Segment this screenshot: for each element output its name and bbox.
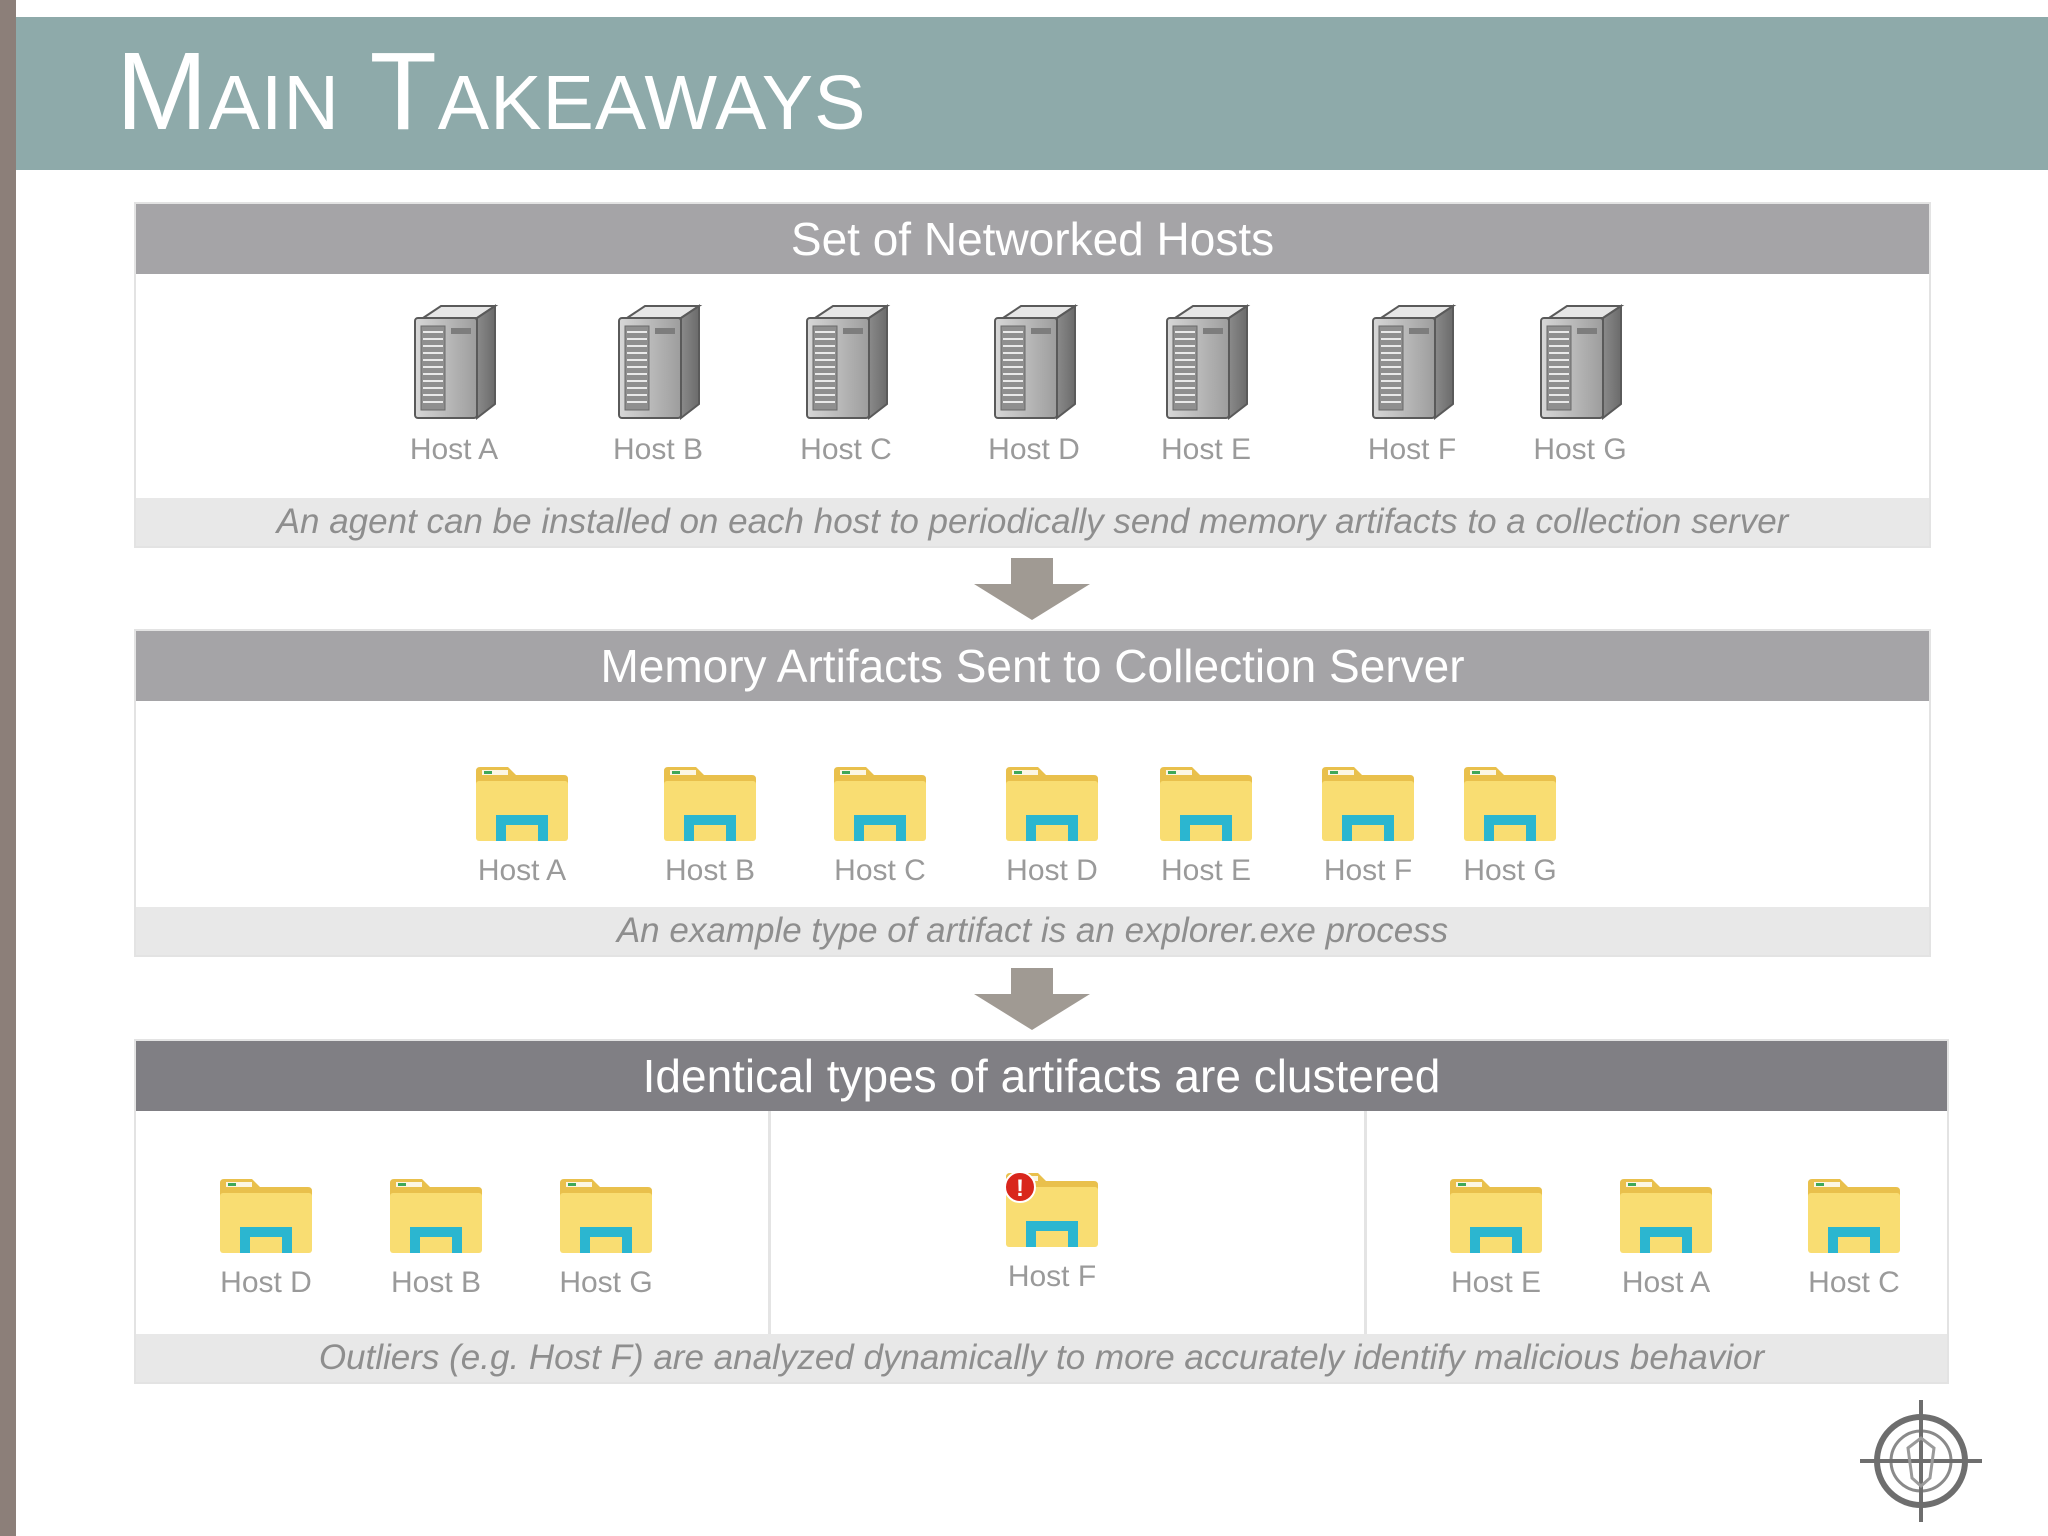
explorer-folder-icon xyxy=(1320,763,1416,843)
artifact-item: Host G xyxy=(1430,763,1590,889)
explorer-folder-icon xyxy=(1448,1175,1544,1255)
host-label: Host F xyxy=(1007,1260,1097,1293)
server-tower-icon xyxy=(989,304,1079,422)
explorer-folder-icon xyxy=(558,1175,654,1255)
networked-hosts-panel: Set of Networked Hosts Host A Host B Host … xyxy=(134,202,1931,548)
explorer-folder-icon: ! xyxy=(1004,1171,1100,1249)
artifact-item: Host B xyxy=(356,1175,516,1301)
artifact-item: Host G xyxy=(526,1175,686,1301)
host-label: Host A xyxy=(409,433,499,466)
host-item: Host D xyxy=(954,304,1114,468)
panel-heading: Set of Networked Hosts xyxy=(136,204,1929,274)
host-label: Host G xyxy=(1463,854,1557,887)
host-label: Host F xyxy=(1323,854,1413,887)
memory-artifacts-panel: Memory Artifacts Sent to Collection Serv… xyxy=(134,629,1931,957)
slide-title: Main Takeaways xyxy=(116,30,867,153)
panel-heading: Identical types of artifacts are cluster… xyxy=(136,1041,1947,1111)
server-tower-icon xyxy=(1367,304,1457,422)
host-label: Host C xyxy=(834,854,926,887)
host-label: Host A xyxy=(477,854,567,887)
explorer-folder-icon xyxy=(388,1175,484,1255)
host-label: Host D xyxy=(988,433,1080,466)
host-item: Host F xyxy=(1332,304,1492,468)
host-item: Host G xyxy=(1500,304,1660,468)
host-item: Host E xyxy=(1126,304,1286,468)
explorer-folder-icon xyxy=(1158,763,1254,843)
artifact-item: Host C xyxy=(800,763,960,889)
explorer-folder-icon xyxy=(832,763,928,843)
server-tower-icon xyxy=(409,304,499,422)
artifact-item: Host A xyxy=(442,763,602,889)
explorer-folder-icon xyxy=(1462,763,1558,843)
host-item: Host C xyxy=(766,304,926,468)
explorer-folder-icon xyxy=(1806,1175,1902,1255)
server-tower-icon xyxy=(801,304,891,422)
panel-caption: Outliers (e.g. Host F) are analyzed dyna… xyxy=(136,1334,1947,1382)
left-accent-bar xyxy=(0,0,16,1536)
explorer-folder-icon xyxy=(218,1175,314,1255)
host-label: Host C xyxy=(1808,1266,1900,1299)
cluster-divider xyxy=(1364,1111,1367,1334)
crosshair-logo-icon xyxy=(1860,1400,1982,1522)
panel-caption: An example type of artifact is an explor… xyxy=(136,907,1929,955)
artifact-item: Host D xyxy=(972,763,1132,889)
artifact-item: Host C xyxy=(1774,1175,1934,1301)
host-item: Host A xyxy=(374,304,534,468)
host-label: Host E xyxy=(1160,433,1252,466)
down-arrow-icon xyxy=(974,558,1090,620)
host-label: Host D xyxy=(1006,854,1098,887)
server-tower-icon xyxy=(613,304,703,422)
host-label: Host E xyxy=(1450,1266,1542,1299)
panel-caption: An agent can be installed on each host t… xyxy=(136,498,1929,546)
artifact-item: Host A xyxy=(1586,1175,1746,1301)
host-label: Host D xyxy=(220,1266,312,1299)
host-label: Host B xyxy=(612,433,704,466)
panel-heading: Memory Artifacts Sent to Collection Serv… xyxy=(136,631,1929,701)
down-arrow-icon xyxy=(974,968,1090,1030)
artifact-item: Host E xyxy=(1126,763,1286,889)
server-tower-icon xyxy=(1161,304,1251,422)
artifact-item: Host F xyxy=(1288,763,1448,889)
host-label: Host G xyxy=(559,1266,653,1299)
explorer-folder-icon xyxy=(1004,763,1100,843)
server-tower-icon xyxy=(1535,304,1625,422)
host-label: Host A xyxy=(1621,1266,1711,1299)
explorer-folder-icon xyxy=(474,763,570,843)
host-label: Host C xyxy=(800,433,892,466)
host-label: Host F xyxy=(1367,433,1457,466)
title-bar: Main Takeaways xyxy=(16,17,2048,170)
alert-badge-icon: ! xyxy=(1004,1171,1036,1203)
host-label: Host G xyxy=(1533,433,1627,466)
host-label: Host B xyxy=(664,854,756,887)
cluster-divider xyxy=(768,1111,771,1334)
artifact-item: Host E xyxy=(1416,1175,1576,1301)
host-label: Host E xyxy=(1160,854,1252,887)
artifact-item: Host D xyxy=(186,1175,346,1301)
clustered-artifacts-panel: Identical types of artifacts are cluster… xyxy=(134,1039,1949,1384)
explorer-folder-icon xyxy=(1618,1175,1714,1255)
explorer-folder-icon xyxy=(662,763,758,843)
svg-text:!: ! xyxy=(1016,1175,1024,1202)
host-item: Host B xyxy=(578,304,738,468)
artifact-item: ! Host F xyxy=(972,1169,1132,1295)
host-label: Host B xyxy=(390,1266,482,1299)
artifact-item: Host B xyxy=(630,763,790,889)
